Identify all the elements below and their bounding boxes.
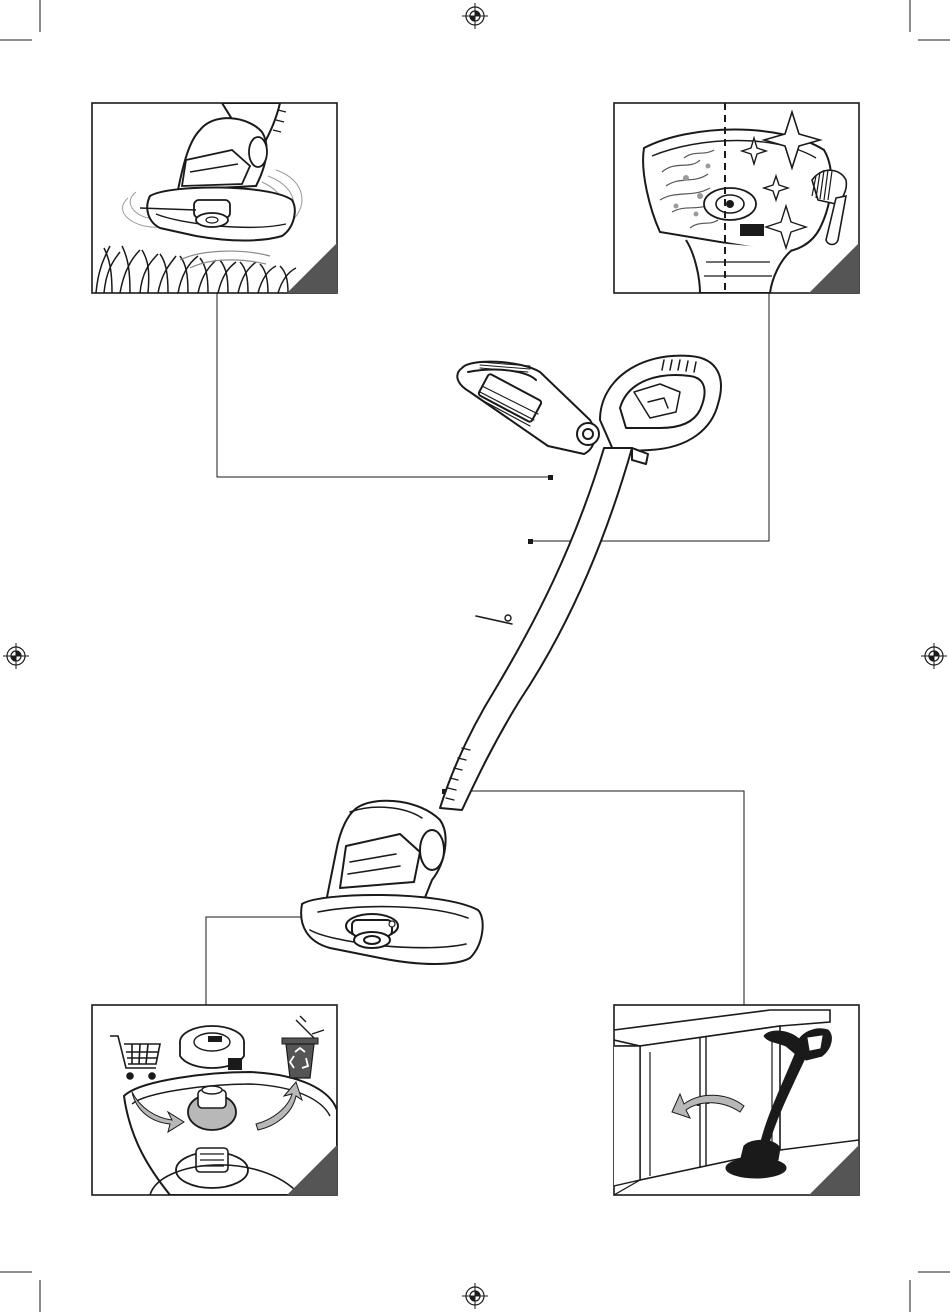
trimmer-guard xyxy=(301,895,483,964)
registration-mark-icon xyxy=(462,1283,488,1309)
motor-housing xyxy=(326,801,446,902)
auxiliary-handle xyxy=(457,362,599,454)
registration-mark-icon xyxy=(921,643,947,669)
trimmer-shaft xyxy=(440,448,632,810)
grass-trimmer-illustration xyxy=(301,356,721,964)
panel-bottom-left xyxy=(92,1005,337,1195)
panel-bottom-right xyxy=(614,1005,859,1195)
panel-top-left xyxy=(92,103,337,293)
registration-mark-icon xyxy=(462,3,488,29)
registration-mark-icon xyxy=(3,643,29,669)
panel-top-right xyxy=(614,103,859,293)
